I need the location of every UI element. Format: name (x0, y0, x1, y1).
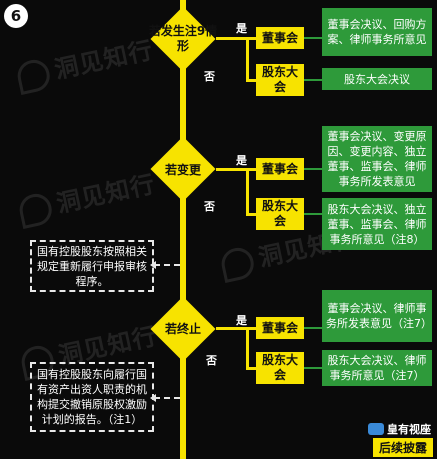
board-box: 董事会 (256, 158, 304, 180)
yes-label: 是 (236, 154, 247, 167)
watermark: 洞见知行 (14, 30, 157, 95)
no-label: 否 (204, 70, 215, 83)
brand-name: 皇有视座 (368, 421, 431, 437)
yes-connector (246, 37, 256, 40)
note-box: 国有控股股东向履行国有资产出资人职责的机构提交撤销原股权激励计划的报告。（注1） (30, 362, 154, 432)
note-connector (154, 264, 180, 266)
yes-label: 是 (236, 314, 247, 327)
yes-connector (216, 37, 246, 40)
board-box: 董事会 (256, 317, 304, 339)
result-connector (304, 327, 324, 329)
result-connector (304, 213, 324, 215)
branch-connector (246, 327, 249, 370)
branch-connector (246, 37, 249, 81)
board-result-box: 董事会决议、律师事务所发表意见（注7） (322, 290, 432, 342)
branch-connector (246, 367, 256, 370)
brand-tag: 后续披露 (372, 438, 433, 457)
note-box: 国有控股股东按照相关规定重新履行申报审核程序。 (30, 240, 154, 292)
result-connector (304, 367, 324, 369)
yes-connector (216, 168, 256, 171)
result-connector (304, 37, 324, 39)
shareholders-result-box: 股东大会决议、律师事务所意见（注7） (322, 350, 432, 386)
result-connector (304, 168, 324, 170)
no-label: 否 (206, 354, 217, 367)
result-connector (304, 79, 324, 81)
decision-label: 若变更 (164, 163, 201, 177)
shareholders-result-box: 股东大会决议、独立董事、监事会、律师事务所意见（注8） (322, 198, 432, 250)
branch-connector (246, 79, 256, 82)
board-box: 董事会 (256, 27, 304, 49)
arrow-left-icon (150, 261, 156, 269)
branch-connector (246, 213, 256, 216)
yes-connector (216, 327, 256, 330)
shareholders-box: 股东大会 (256, 198, 304, 230)
board-result-box: 董事会决议、变更原因、变更内容、独立董事、监事会、律师事务所发表意见 (322, 126, 432, 192)
watermark: 洞见知行 (16, 164, 159, 229)
board-result-box: 董事会决议、回购方案、律师事务所意见 (322, 8, 432, 56)
decision-label: 若发生注9情形 (148, 24, 218, 53)
yes-label: 是 (236, 22, 247, 35)
branch-connector (246, 168, 249, 216)
decision-label: 若终止 (164, 322, 201, 336)
main-flow-line (180, 0, 186, 459)
shareholders-result-box: 股东大会决议 (322, 68, 432, 90)
no-label: 否 (204, 200, 215, 213)
step-number-badge: 6 (4, 4, 28, 28)
shareholders-box: 股东大会 (256, 352, 304, 384)
arrow-left-icon (150, 394, 156, 402)
shareholders-box: 股东大会 (256, 64, 304, 96)
wechat-icon (368, 423, 384, 435)
note-connector (154, 397, 180, 399)
